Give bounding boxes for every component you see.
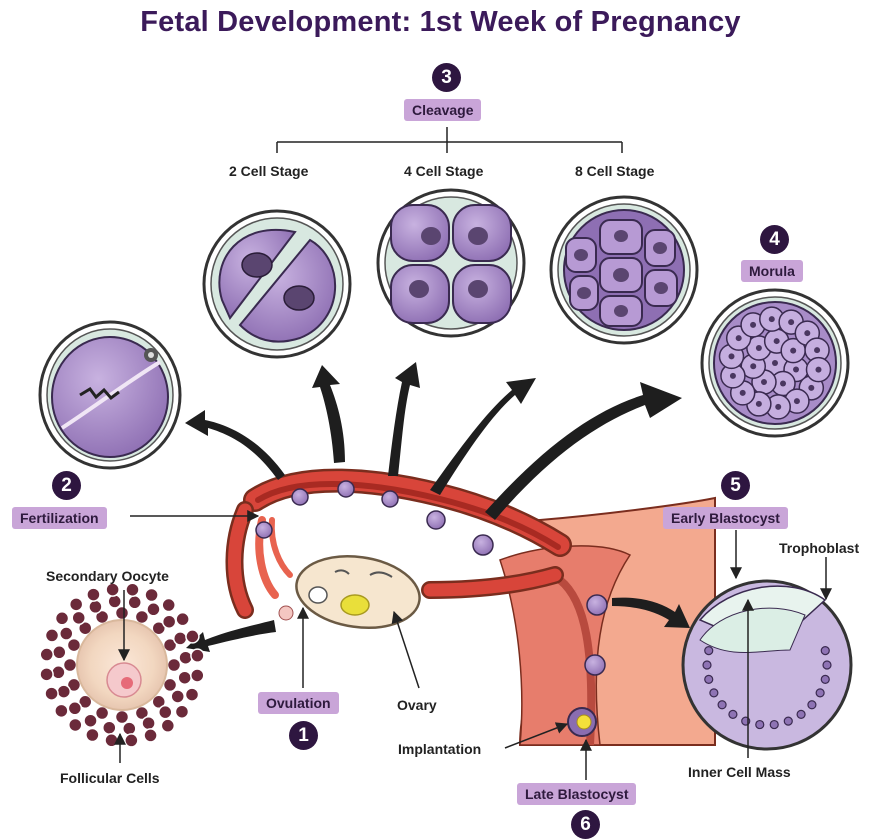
eight-cell-stage-label: 8 Cell Stage (575, 163, 654, 179)
step-3-badge: 3 (432, 63, 461, 92)
fertilization-cell (40, 322, 180, 468)
inner-cell-mass-label: Inner Cell Mass (688, 764, 791, 780)
four-cell-embryo (378, 190, 524, 336)
implantation-label: Implantation (398, 741, 481, 757)
ovary-label: Ovary (397, 697, 437, 713)
trophoblast-label: Trophoblast (779, 540, 859, 556)
follicular-cells-label: Follicular Cells (60, 770, 160, 786)
late-blastocyst-label: Late Blastocyst (517, 783, 636, 805)
early-blastocyst-label: Early Blastocyst (663, 507, 788, 529)
four-cell-stage-label: 4 Cell Stage (404, 163, 483, 179)
morula-embryo (702, 290, 848, 436)
two-cell-stage-label: 2 Cell Stage (229, 163, 308, 179)
ovary (292, 549, 425, 636)
morula-label: Morula (741, 260, 803, 282)
fertilization-label: Fertilization (12, 507, 107, 529)
step-4-badge: 4 (760, 225, 789, 254)
two-cell-embryo (204, 211, 350, 357)
cleavage-label: Cleavage (404, 99, 481, 121)
cleavage-bracket (277, 127, 622, 153)
early-blastocyst-embryo (683, 581, 851, 749)
secondary-oocyte-illustration (40, 583, 204, 747)
eight-cell-embryo (551, 197, 697, 343)
step-2-badge: 2 (52, 471, 81, 500)
step-5-badge: 5 (721, 471, 750, 500)
step-6-badge: 6 (571, 810, 600, 839)
secondary-oocyte-label: Secondary Oocyte (46, 568, 169, 584)
step-1-badge: 1 (289, 721, 318, 750)
ovulation-label: Ovulation (258, 692, 339, 714)
